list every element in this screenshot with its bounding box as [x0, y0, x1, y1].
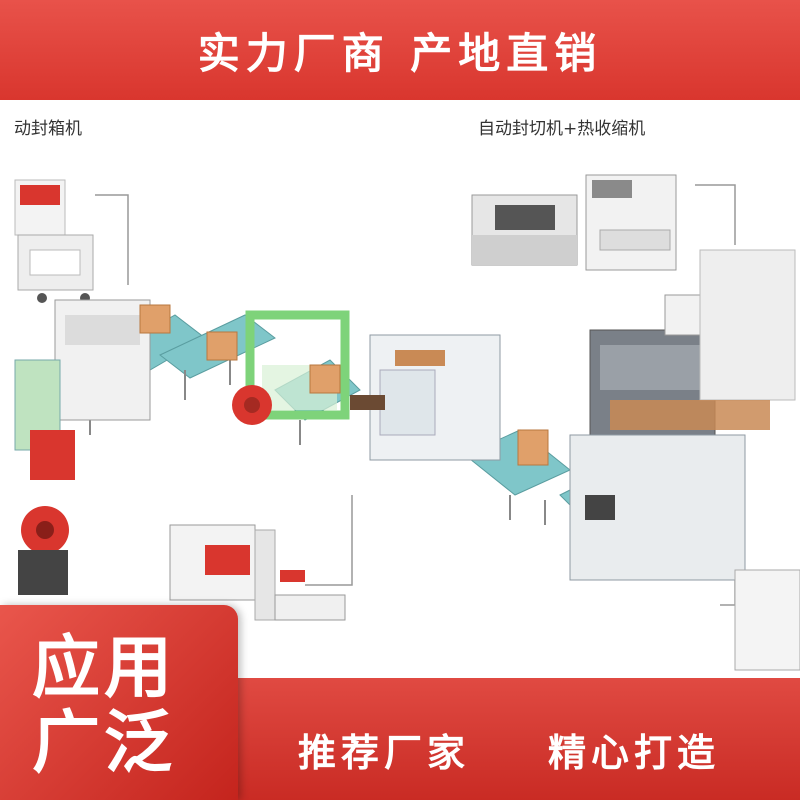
production-line-illustration: 动封箱机 自动封切机+热收缩机 [0, 100, 800, 700]
callout-line-bottom [305, 495, 353, 586]
carton-sealer-machine [14, 299, 151, 451]
slogan-left: 推荐厂家 [298, 731, 471, 775]
badge-line-1: 应用 [32, 629, 177, 708]
center-packing-machine [350, 334, 501, 461]
callout-line-right [720, 580, 736, 606]
shrink-wrapper-inset [471, 174, 677, 271]
case-sealer-inset [14, 179, 94, 303]
callout-line-shrink [695, 184, 736, 245]
top-banner: 实力厂商 产地直销 [0, 0, 800, 100]
right-machines [569, 249, 800, 671]
label-case-sealer: 动封箱机 [14, 119, 82, 139]
label-shrink-wrapper: 自动封切机+热收缩机 [478, 119, 646, 139]
application-badge: 应用 广泛 [0, 605, 238, 800]
production-line-svg [14, 174, 800, 671]
badge-line-2: 广泛 [32, 704, 177, 783]
header-title: 实力厂商 产地直销 [197, 28, 603, 78]
callout-line-sealer [95, 194, 129, 285]
bottom-case-sealer [169, 524, 346, 621]
slogan-right: 精心打造 [548, 731, 721, 775]
strap-reels [18, 430, 75, 595]
